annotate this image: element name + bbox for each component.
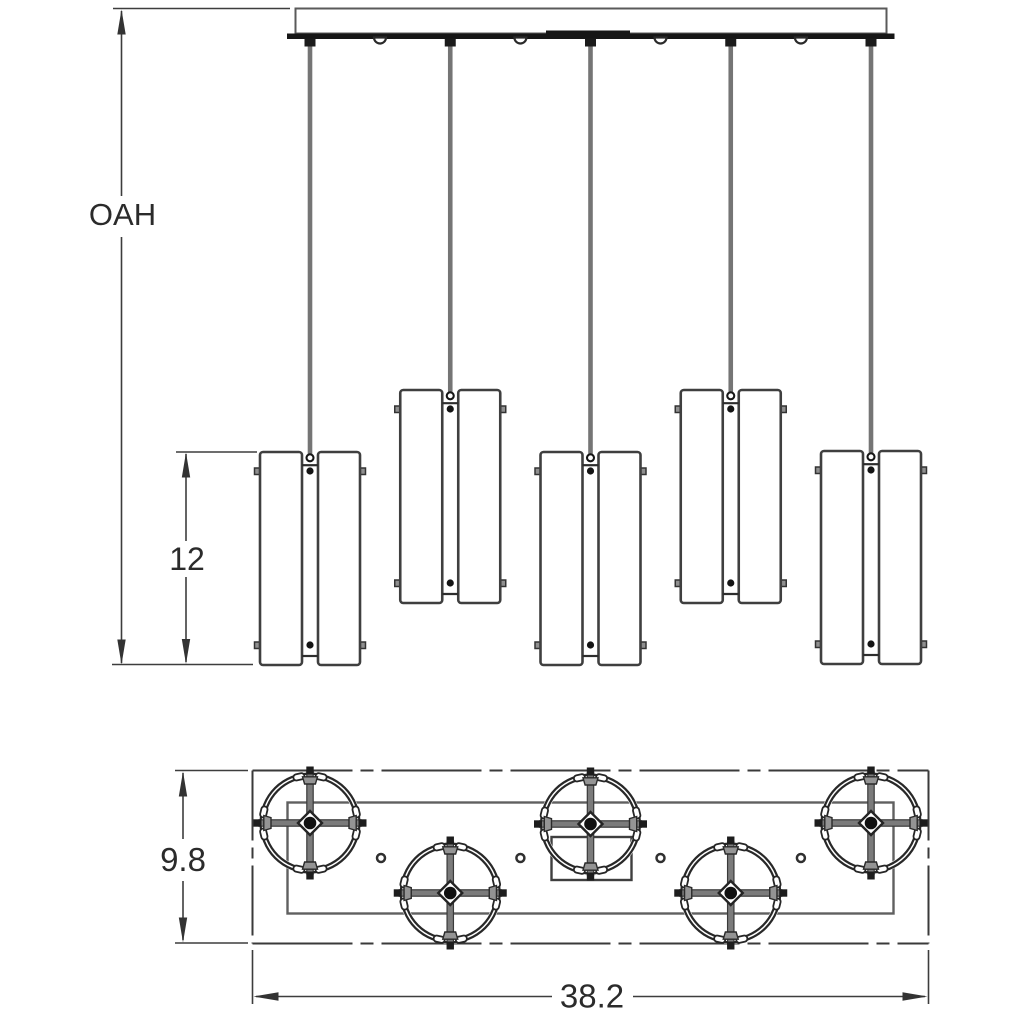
svg-text:OAH: OAH — [89, 197, 156, 232]
svg-text:12: 12 — [169, 541, 205, 577]
svg-text:38.2: 38.2 — [560, 978, 624, 1015]
svg-text:9.8: 9.8 — [160, 841, 206, 878]
